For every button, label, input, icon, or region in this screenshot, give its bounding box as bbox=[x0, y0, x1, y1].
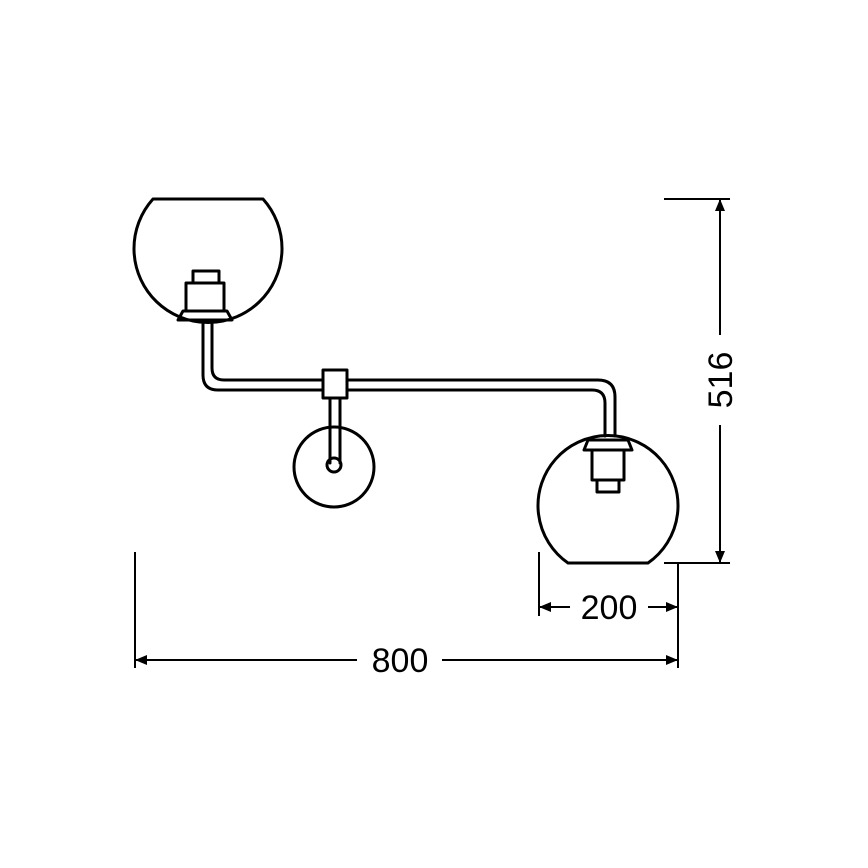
wall-plate bbox=[292, 425, 376, 509]
dimension-label-800: 800 bbox=[372, 642, 429, 680]
arm-joint bbox=[321, 368, 349, 400]
dimension-label-200: 200 bbox=[581, 589, 638, 627]
upper-globe bbox=[132, 197, 284, 325]
lamp-arm-outer bbox=[201, 320, 607, 438]
lower-globe bbox=[536, 434, 680, 565]
dimension-label-516: 516 bbox=[702, 352, 740, 409]
lower-socket bbox=[582, 438, 634, 494]
mount-screw bbox=[325, 456, 343, 474]
mount-stem bbox=[328, 396, 342, 465]
upper-socket bbox=[176, 269, 234, 322]
lamp-arm-inner bbox=[210, 320, 617, 438]
